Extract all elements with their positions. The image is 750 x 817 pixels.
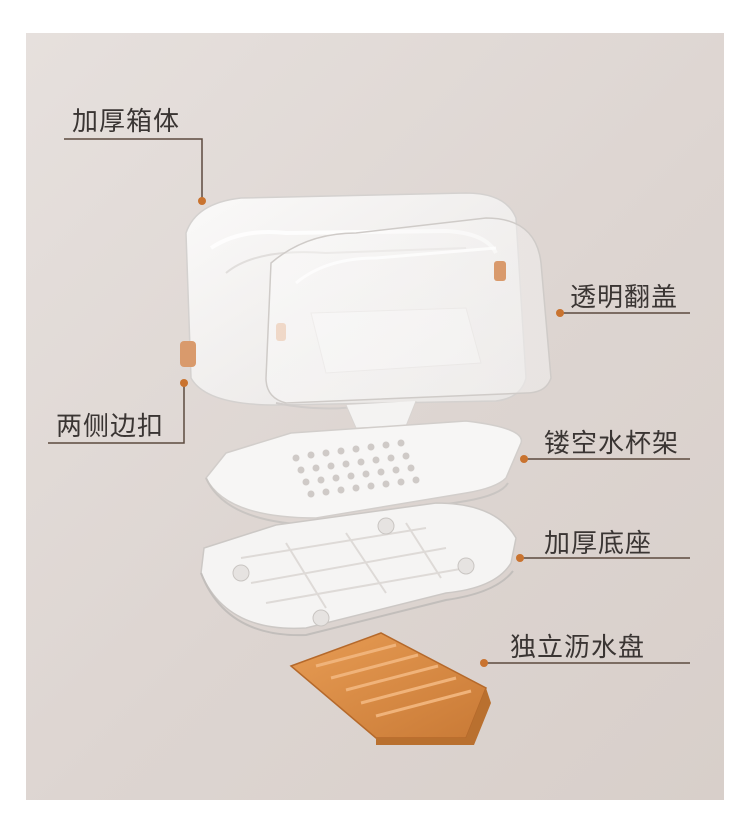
label-side-clips: 两侧边扣 [56,412,165,442]
transparent-lid [265,217,552,429]
label-thick-base: 加厚底座 [544,529,653,559]
right-side-clip [494,261,506,281]
label-drain-tray: 独立沥水盘 [510,633,646,663]
callout-dots [180,197,564,667]
callout-lines [48,138,690,664]
label-hollow-cup-rack: 镂空水杯架 [544,429,680,459]
label-thick-box: 加厚箱体 [72,107,181,137]
left-side-clip [180,341,196,367]
label-transparent-lid: 透明翻盖 [570,283,679,313]
drain-tray [289,632,491,745]
rack-holes [292,439,420,498]
product-illustration: 加厚箱体 透明翻盖 两侧边扣 镂空水杯架 加厚底座 独立沥水盘 [26,33,724,800]
thick-base [200,502,517,637]
exploded-product-diagram [48,138,690,745]
